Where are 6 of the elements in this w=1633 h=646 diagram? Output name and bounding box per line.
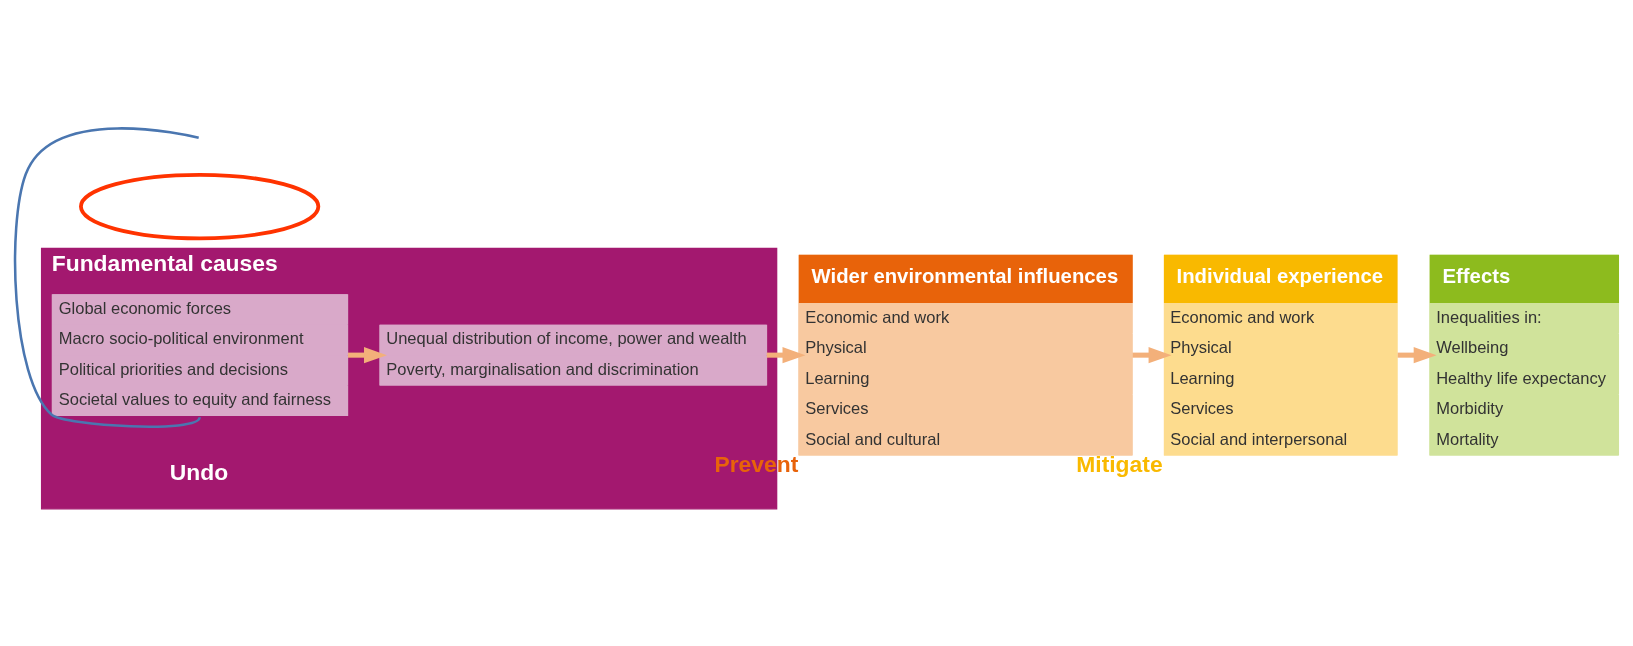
arrow <box>1132 346 1172 363</box>
connector <box>13 126 201 428</box>
node-ellipse <box>79 172 321 240</box>
node-label: Undo <box>169 458 229 485</box>
arrow <box>347 346 387 363</box>
arrow <box>1397 346 1437 363</box>
